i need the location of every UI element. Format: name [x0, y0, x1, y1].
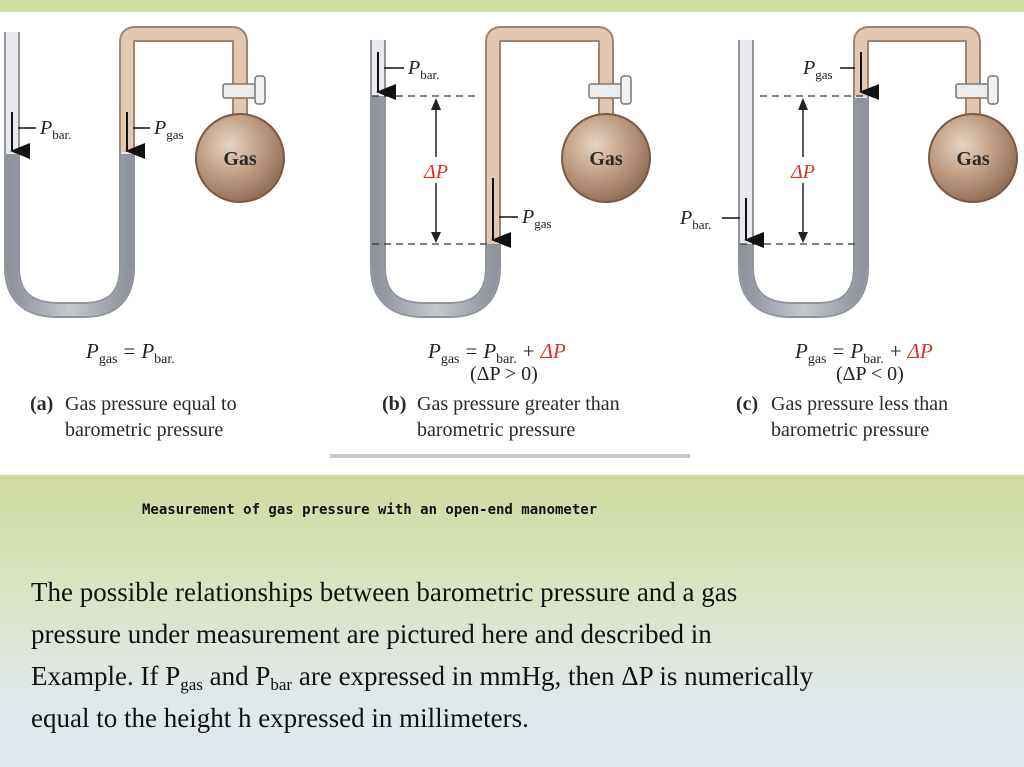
manometer-figure: Gas Pbar. Pgas Pgas=Pbar. (a) Gas pressu… — [0, 12, 1024, 475]
text-area: Measurement of gas pressure with an open… — [0, 475, 1024, 767]
pbar-label: Pbar. — [39, 117, 71, 142]
pgas-label: Pgas — [153, 117, 184, 142]
equation-a: Pgas=Pbar. — [85, 339, 175, 367]
figure-caption: Measurement of gas pressure with an open… — [142, 502, 598, 518]
stopcock — [222, 83, 258, 99]
stopcock — [955, 83, 991, 99]
panel-a-tag: (a) — [30, 393, 53, 415]
stopcock — [588, 83, 624, 99]
equation-c: Pgas=Pbar.+ΔP — [794, 339, 933, 367]
panel-c-tag: (c) — [736, 393, 758, 415]
panel-c-desc-1: Gas pressure less than — [771, 393, 948, 415]
panel-b: Gas ΔP Pbar. Pgas Pgas=Pbar.+ΔP (ΔP > 0)… — [370, 26, 651, 441]
panel-a-desc-2: barometric pressure — [65, 419, 223, 441]
panel-c-desc-2: barometric pressure — [771, 419, 929, 441]
gas-bulb — [928, 113, 1018, 203]
gas-label: Gas — [223, 148, 257, 170]
condition-c: (ΔP < 0) — [836, 363, 904, 385]
gas-label: Gas — [956, 148, 990, 170]
pbar-label: Pbar. — [679, 207, 711, 232]
gas-label: Gas — [589, 148, 623, 170]
pgas-label: Pgas — [521, 206, 552, 231]
description-paragraph: The possible relationships between barom… — [31, 571, 1021, 739]
paragraph-line-4: equal to the height h expressed in milli… — [31, 703, 529, 733]
mercury-column — [372, 96, 499, 316]
mercury-column — [740, 98, 867, 316]
paragraph-line-1: The possible relationships between barom… — [31, 577, 738, 607]
mercury-column — [6, 154, 133, 316]
pbar-label: Pbar. — [407, 57, 439, 82]
equation-b: Pgas=Pbar.+ΔP — [427, 339, 566, 367]
panel-a: Gas Pbar. Pgas Pgas=Pbar. (a) Gas pressu… — [4, 26, 285, 441]
copyright-strip — [330, 454, 690, 458]
paragraph-line-2: pressure under measurement are pictured … — [31, 619, 712, 649]
paragraph-line-3: Example. If Pgas and Pbar are expressed … — [31, 661, 814, 694]
panel-b-desc-2: barometric pressure — [417, 419, 575, 441]
panel-b-tag: (b) — [382, 393, 406, 415]
pgas-label: Pgas — [802, 57, 833, 82]
panel-c: Gas ΔP Pgas Pbar. Pgas=Pbar.+ΔP (ΔP < 0)… — [679, 26, 1018, 441]
u-tube — [4, 32, 135, 318]
delta-p-label: ΔP — [423, 161, 448, 183]
top-accent-bar — [0, 0, 1024, 12]
delta-p-label: ΔP — [790, 161, 815, 183]
gas-bulb — [561, 113, 651, 203]
panel-a-desc-1: Gas pressure equal to — [65, 393, 237, 415]
gas-bulb — [195, 113, 285, 203]
condition-b: (ΔP > 0) — [470, 363, 538, 385]
panel-b-desc-1: Gas pressure greater than — [417, 393, 620, 415]
